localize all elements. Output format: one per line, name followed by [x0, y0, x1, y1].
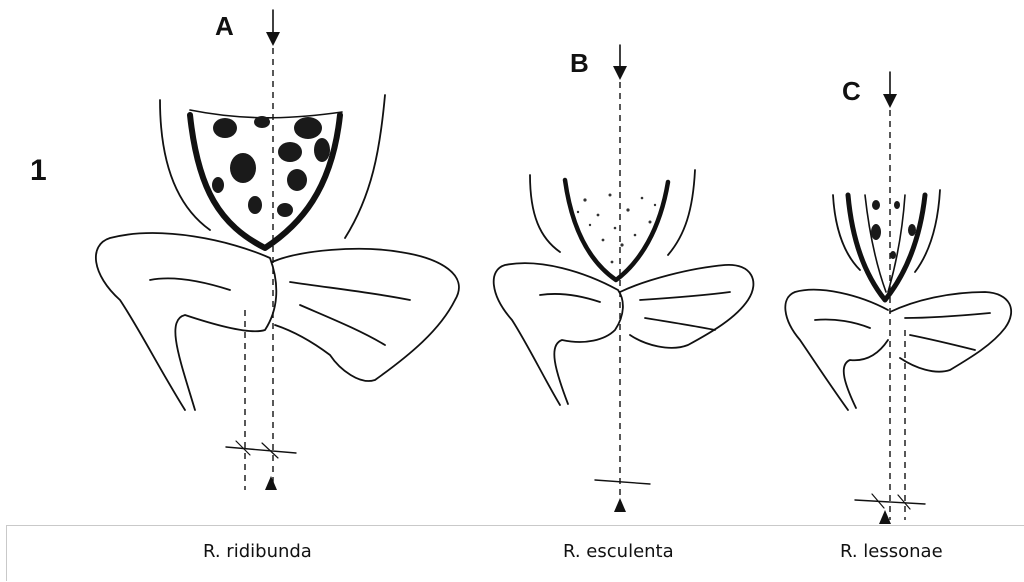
panel-c-top-arrowhead — [883, 94, 897, 108]
caption-esculenta: R. esculenta — [563, 541, 674, 562]
panel-a-top-arrowhead — [266, 32, 280, 46]
panel-c-right-leg — [890, 292, 1011, 372]
caption-ridibunda: R. ridibunda — [203, 541, 312, 562]
panel-a-letter: A — [215, 11, 234, 41]
panel-b-patch — [565, 180, 668, 280]
panel-b-letter: B — [570, 48, 589, 78]
panel-a-measure-line — [226, 447, 296, 453]
frog-leg-diagram: 1 A — [0, 0, 1024, 525]
panel-c-patch — [848, 195, 925, 300]
panel-b-right-leg — [620, 265, 753, 348]
species-caption-bar: R. ridibunda R. esculenta R. lessonae — [6, 525, 1024, 581]
panel-b-top-arrowhead — [613, 66, 627, 80]
panel-a-left-leg — [96, 233, 276, 410]
panel-c-bottom-arrowhead — [879, 510, 891, 524]
caption-lessonae: R. lessonae — [840, 541, 943, 562]
panel-b-measure-line — [595, 480, 650, 484]
panel-c-spots — [871, 200, 916, 259]
panel-a-bottom-arrowhead — [265, 476, 277, 490]
panel-a: A — [96, 10, 459, 490]
panel-c-letter: C — [842, 76, 861, 106]
panel-b-body — [530, 170, 695, 255]
panel-b-left-leg — [494, 263, 623, 405]
panel-c: C — [785, 72, 1011, 524]
panel-c-left-leg — [785, 290, 888, 410]
panel-b: B — [494, 45, 754, 512]
panel-a-right-leg — [272, 249, 459, 381]
row-label: 1 — [30, 154, 47, 187]
panel-b-bottom-arrowhead — [614, 498, 626, 512]
